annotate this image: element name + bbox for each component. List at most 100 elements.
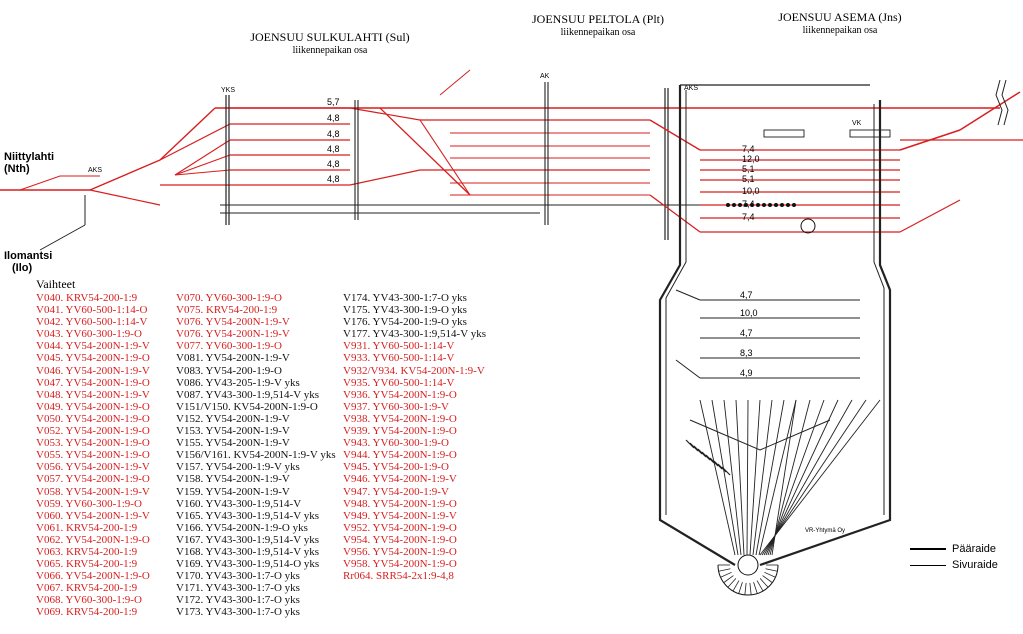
vr-label: VR-Yhtymä Oy: [805, 528, 845, 534]
switch-entry: Rr064. SRR54-2x1:9-4,8: [343, 570, 454, 583]
turntable-fan-track: [758, 399, 797, 556]
switch-entry: V158. YV54-200N-1:9-V: [176, 473, 290, 486]
turntable-fan-track: [771, 399, 797, 556]
signal-marker: [756, 203, 760, 207]
track-segment: [39, 224, 86, 251]
station-header-peltola: JOENSUU PELTOLA (Plt) liikennepaikan osa: [522, 12, 674, 38]
switch-entry: V167. YV43-300-1:9,514-V yks: [176, 533, 319, 546]
vk-label: VK: [852, 120, 862, 127]
hatch-mark: [721, 466, 731, 476]
switch-entry: V151/V150. KV54-200N-1:9-O: [176, 400, 318, 413]
switch-entry: V176. YV54-200-1:9-O yks: [343, 316, 467, 329]
track-segment: [675, 359, 701, 379]
track-length-label: 7,4: [742, 144, 755, 154]
station-header-sulkulahti: JOENSUU SULKULAHTI (Sul) liikennepaikan …: [245, 30, 415, 56]
place-code: (Ilo): [12, 262, 33, 275]
legend-item-side: Sivuraide: [910, 557, 998, 573]
turntable-fan-track: [765, 399, 839, 556]
track-segment: [439, 69, 471, 96]
switch-entry: V947. YV54-200-1:9-V: [343, 485, 449, 498]
track-segment: [89, 189, 161, 206]
switch-entry: V935. YV60-500-1:14-V: [343, 376, 455, 389]
turntable-fan-track: [735, 399, 745, 556]
signal-marker: [780, 203, 784, 207]
switch-entry: V165. YV43-300-1:9,514-V yks: [176, 509, 319, 522]
roundhouse-stall: [720, 571, 732, 578]
hatch-mark: [689, 442, 699, 452]
hatch-mark: [709, 457, 719, 467]
signal-marker: [774, 203, 778, 207]
hatch-mark: [685, 439, 695, 449]
track-segment: [899, 199, 961, 233]
river-line: [1001, 79, 1009, 126]
track-segment: [174, 139, 231, 176]
roundhouse-stall: [759, 578, 769, 588]
switch-entry: V063. KRV54-200-1:9: [36, 545, 138, 558]
track-length-label: 5,1: [742, 164, 755, 174]
depot-loop-west: [658, 85, 736, 566]
switch-entry: V171. YV43-300-1:7-O yks: [176, 582, 300, 595]
switch-entry: V081. YV54-200N-1:9-V: [176, 352, 290, 365]
turntable-fan-track: [763, 399, 853, 556]
aks-label: AKS: [684, 85, 698, 92]
switch-entry: V175. YV43-300-1:9-O yks: [343, 304, 467, 317]
switch-entry: V945. YV54-200-1:9-O: [343, 461, 449, 474]
vaihteet-title: Vaihteet: [36, 277, 76, 291]
switch-entry: V931. YV60-500-1:14-V: [343, 340, 455, 353]
hatch-mark: [713, 460, 723, 470]
switch-entry: V159. YV54-200N-1:9-V: [176, 485, 290, 498]
legend-item-main: Pääraide: [910, 541, 998, 557]
switch-entry: V043. YV60-300-1:9-O: [36, 328, 142, 341]
turntable-fan-track: [769, 399, 811, 556]
station-sub: liikennepaikan osa: [292, 44, 368, 56]
turntable-fan-track: [699, 399, 736, 556]
signal-marker: [732, 203, 736, 207]
switch-entry: V087. YV43-300-1:9,514-V yks: [176, 388, 319, 401]
track-segment: [649, 194, 701, 233]
switch-entry: V152. YV54-200N-1:9-V: [176, 412, 290, 425]
switch-entry: V170. YV43-300-1:7-O yks: [176, 570, 300, 583]
track-length-label: 4,8: [327, 159, 340, 169]
track-length-label: 8,3: [740, 348, 753, 358]
depot-loop-west-inner: [665, 90, 687, 515]
signal-marker: [762, 203, 766, 207]
switch-entry: V069. KRV54-200-1:9: [36, 606, 138, 619]
track-segment: [349, 107, 421, 121]
track-length-label: 4,8: [327, 129, 340, 139]
legend-label-main: Pääraide: [952, 543, 997, 555]
signal-marker: [750, 203, 754, 207]
track-length-label: 5,1: [742, 174, 755, 184]
depot-turntable: [737, 554, 759, 576]
switch-entry: V173. YV43-300-1:7-O yks: [176, 606, 300, 619]
place-code: (Nth): [4, 163, 30, 176]
switch-entry: V059. YV60-300-1:9-O: [36, 497, 142, 510]
signal-marker: [786, 203, 790, 207]
main-track-east: [959, 91, 1021, 131]
switch-entry: V041. YV60-500-1:14-O: [36, 304, 148, 317]
switch-entry: V045. YV54-200N-1:9-O: [36, 352, 150, 365]
track-segment: [349, 169, 421, 186]
place-ilomantsi: Ilomantsi (Ilo): [4, 250, 52, 274]
platform: [763, 129, 805, 138]
track-segment: [159, 107, 216, 161]
switch-entry: V046. YV54-200N-1:9-V: [36, 364, 150, 377]
river-line: [995, 79, 1003, 126]
signal-marker: [768, 203, 772, 207]
track-segment: [159, 123, 231, 161]
track-segment: [419, 119, 471, 196]
place-name: Niittylahti: [4, 151, 55, 163]
roundhouse-stall: [756, 580, 764, 592]
switch-entry: V066. YV54-200N-1:9-O: [36, 570, 150, 583]
depot-loop-east-inner: [873, 104, 885, 515]
switch-entry: V062. YV54-200N-1:9-O: [36, 533, 150, 546]
roundhouse-stall: [732, 580, 740, 592]
switch-entry: V075. KRV54-200-1:9: [176, 304, 278, 317]
switch-entry: V068. YV60-300-1:9-O: [36, 594, 142, 607]
switch-entry: V052. YV54-200N-1:9-O: [36, 425, 150, 438]
switch-entry: V048. YV54-200N-1:9-V: [36, 388, 150, 401]
switch-entry: V172. YV43-300-1:7-O yks: [176, 594, 300, 607]
track-segment: [19, 175, 100, 191]
